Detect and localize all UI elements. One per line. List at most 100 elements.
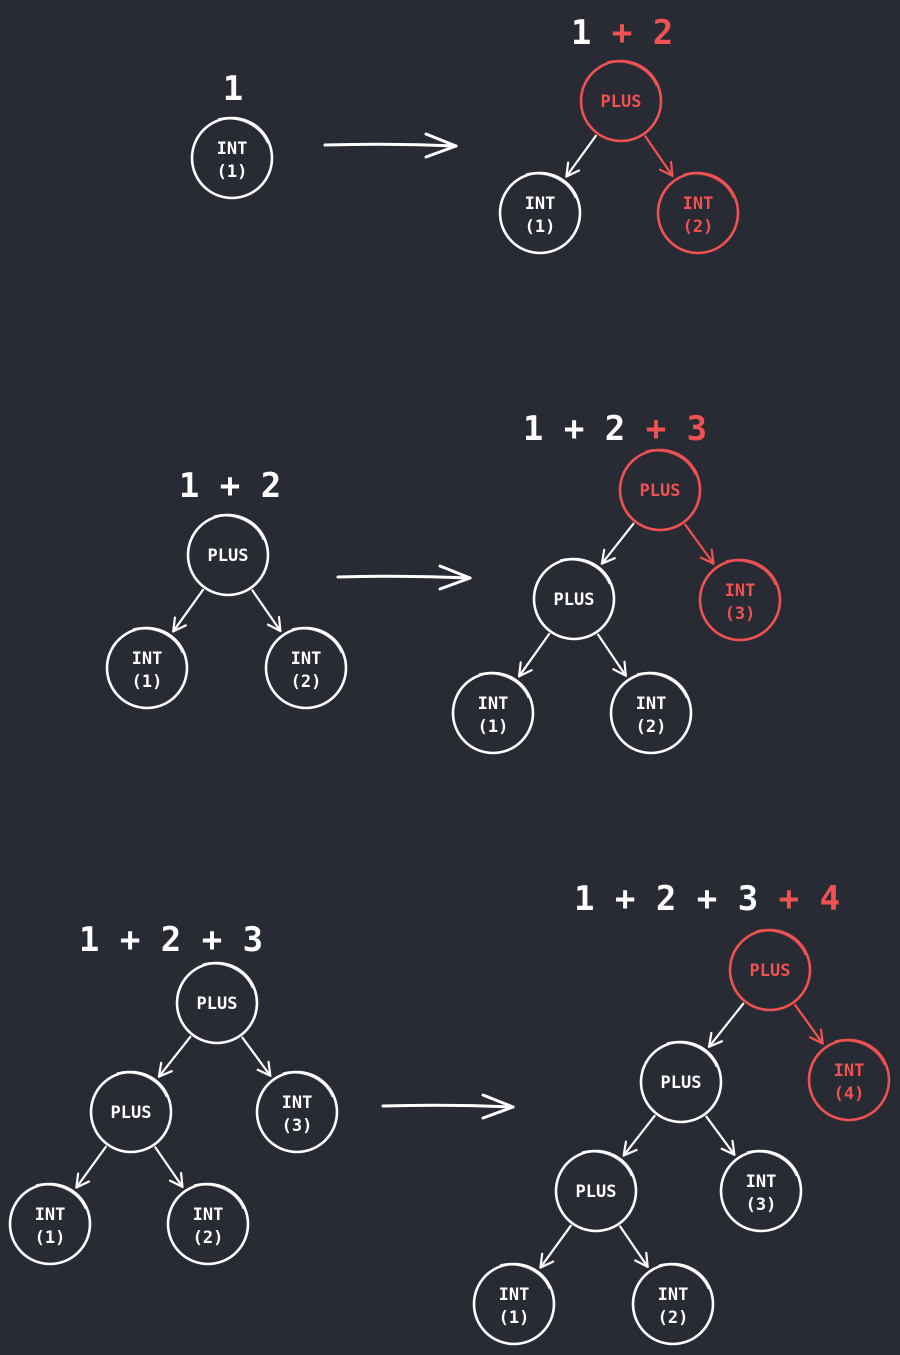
row3-before-plus-inner-label: PLUS: [111, 1103, 152, 1123]
row1-before-expression: 1: [223, 69, 243, 109]
row2-after-plus-inner-circle: [532, 557, 616, 641]
expression-segment: 1 + 2: [523, 409, 625, 449]
row3-after-edge-mid-left: [622, 1114, 656, 1157]
row3-before-int-2-value-label: (2): [193, 1228, 224, 1248]
expression-segment: 1: [223, 69, 243, 109]
row3-after-plus-inner-circle: [554, 1149, 638, 1233]
expression-segment: 1 + 2 + 3: [79, 920, 263, 960]
row2-after-int-3-value-label: (3): [725, 604, 756, 624]
row2-before-int-1-type-label: INT: [132, 649, 163, 669]
row3-after-int-3-circle: [719, 1149, 803, 1233]
row1-before-int-1-circle: [190, 116, 274, 200]
expression-segment: 1 + 2: [179, 466, 281, 506]
row1-transform-arrow: [323, 132, 458, 159]
row1-after-int-1-value-label: (1): [525, 217, 556, 237]
row2-before-int-2-value-label: (2): [291, 672, 322, 692]
row2-before-edge-left: [172, 588, 205, 633]
row2-after-int-2-type-label: INT: [636, 694, 667, 714]
row3-after-plus-mid-label: PLUS: [661, 1073, 702, 1093]
row3-after-plus-mid-circle: [639, 1040, 723, 1124]
row3-before-int-1-type-label: INT: [35, 1205, 66, 1225]
row1-after-int-2-type-label: INT: [683, 194, 714, 214]
row3-after-edge-inner-right: [619, 1225, 649, 1268]
row3-before-plus-root-label: PLUS: [197, 994, 238, 1014]
expression-segment: 1 + 2 + 3: [574, 879, 758, 919]
row3-after-int-4-circle: [807, 1038, 891, 1122]
row2-after-plus-inner-label: PLUS: [554, 590, 595, 610]
row2-after-edge-inner-right: [596, 633, 627, 677]
row2-after-int-3-type-label: INT: [725, 581, 756, 601]
row2-before-edge-right: [251, 589, 282, 633]
row3-after-plus-root-circle: [728, 928, 812, 1012]
row3-after-int-3-type-label: INT: [746, 1172, 777, 1192]
row3-after-int-1-value-label: (1): [499, 1308, 530, 1328]
row3-after-int-1-circle: [472, 1262, 556, 1346]
row1-before-int-1-value-label: (1): [217, 162, 248, 182]
row3-after-int-1-type-label: INT: [499, 1285, 530, 1305]
row3-before-edge-inner-right: [154, 1146, 184, 1189]
row3-after-plus-root-label: PLUS: [750, 961, 791, 981]
row1-after-plus-root-label: PLUS: [601, 92, 642, 112]
row3-after-int-3-value-label: (3): [746, 1195, 777, 1215]
row2-before-int-2-circle: [264, 626, 348, 710]
row2-after-expression: 1 + 2 + 3: [523, 409, 707, 449]
row3-after-edge-inner-left: [539, 1224, 572, 1269]
row2-before-int-1-circle: [105, 626, 189, 710]
row1-after-int-1-type-label: INT: [525, 194, 556, 214]
row1-after-int-1-circle: [498, 171, 582, 255]
row3-after-int-4-value-label: (4): [834, 1084, 865, 1104]
row2-before-expression: 1 + 2: [179, 466, 281, 506]
row3-before-int-2-type-label: INT: [193, 1205, 224, 1225]
row3-before-plus-root-circle: [175, 961, 259, 1045]
row3-after-edge-root-left: [707, 1002, 745, 1048]
row2-after-int-2-value-label: (2): [636, 717, 667, 737]
row2-transform-arrow: [336, 564, 472, 591]
row2-after-int-2-circle: [609, 671, 693, 755]
row3-after-int-4-type-label: INT: [834, 1061, 865, 1081]
row3-transform-arrow: [381, 1093, 515, 1120]
expression-segment: + 2: [591, 13, 673, 53]
row2-before-int-2-type-label: INT: [291, 649, 322, 669]
row2-before-int-1-value-label: (1): [132, 672, 163, 692]
row3-after-int-2-type-label: INT: [658, 1285, 689, 1305]
row3-before-expression: 1 + 2 + 3: [79, 920, 263, 960]
row3-before-int-3-circle: [255, 1070, 339, 1154]
row2-before-plus-root-label: PLUS: [208, 546, 249, 566]
row1-before-int-1-type-label: INT: [217, 139, 248, 159]
row1-after-int-2-circle: [656, 171, 740, 255]
row2-after-int-1-type-label: INT: [478, 694, 509, 714]
row3-before-int-2-circle: [166, 1182, 250, 1266]
row3-after-edge-root-right: [793, 1003, 824, 1045]
row2-after-plus-root-label: PLUS: [640, 481, 681, 501]
row3-before-edge-root-left: [157, 1035, 192, 1078]
row2-before-plus-root-circle: [186, 513, 270, 597]
row1-after-edge-right: [644, 135, 674, 178]
expression-segment: 1: [571, 13, 591, 53]
row3-after-expression: 1 + 2 + 3 + 4: [574, 879, 840, 919]
row3-before-plus-inner-circle: [89, 1070, 173, 1154]
row3-before-int-3-value-label: (3): [282, 1116, 313, 1136]
row3-after-plus-inner-label: PLUS: [576, 1182, 617, 1202]
row1-after-edge-left: [565, 134, 597, 178]
row2-after-edge-root-left: [600, 522, 635, 565]
row1-after-int-2-value-label: (2): [683, 217, 714, 237]
row1-after-expression: 1 + 2: [571, 13, 673, 53]
row3-before-int-3-type-label: INT: [282, 1093, 313, 1113]
row3-before-int-1-circle: [8, 1182, 92, 1266]
row2-after-int-3-circle: [698, 558, 782, 642]
expression-segment: + 3: [625, 409, 707, 449]
row3-after-int-2-value-label: (2): [658, 1308, 689, 1328]
row1-after-plus-root-circle: [579, 59, 663, 143]
row3-before-int-1-value-label: (1): [35, 1228, 66, 1248]
row2-after-int-1-circle: [451, 671, 535, 755]
row2-after-edge-root-right: [684, 523, 715, 565]
row2-after-int-1-value-label: (1): [478, 717, 509, 737]
row3-before-edge-inner-left: [75, 1145, 107, 1189]
expression-segment: + 4: [758, 879, 840, 919]
row3-after-int-2-circle: [631, 1262, 715, 1346]
row2-after-plus-root-circle: [618, 448, 702, 532]
row3-before-edge-root-right: [241, 1036, 272, 1077]
row3-after-edge-mid-right: [705, 1115, 736, 1156]
row2-after-edge-inner-left: [517, 632, 551, 678]
